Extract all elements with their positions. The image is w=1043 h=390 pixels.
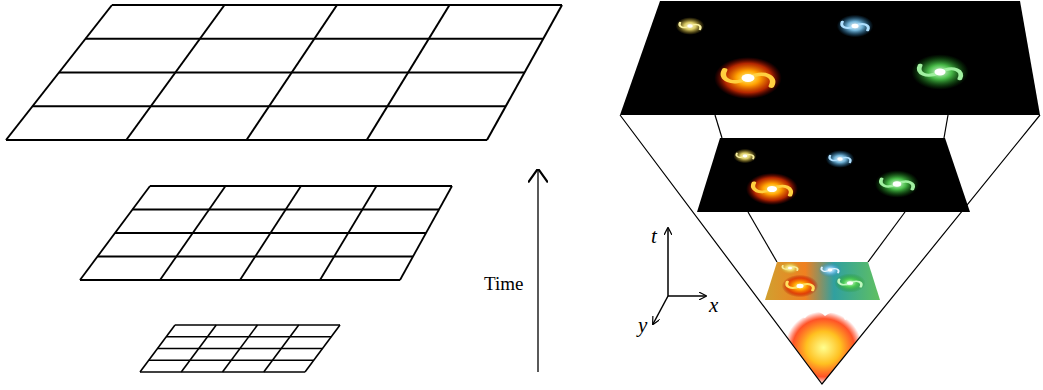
galaxy-arm	[736, 153, 753, 159]
galaxy	[834, 273, 865, 292]
grid-line	[149, 359, 314, 361]
galaxy-core	[788, 267, 792, 269]
axis-label: y	[638, 315, 647, 336]
cone-edge	[620, 115, 1040, 384]
galaxy	[733, 149, 756, 164]
galaxy-glow	[837, 15, 873, 38]
galaxy-glow	[746, 173, 798, 205]
galaxy	[782, 275, 818, 298]
galaxy	[714, 57, 782, 99]
space-slice	[765, 262, 880, 300]
galaxy-glow	[733, 149, 756, 164]
grid-line	[223, 325, 258, 372]
axis-line	[653, 296, 668, 324]
grid-line	[400, 186, 452, 280]
galaxy-glow	[826, 150, 855, 168]
time-arrow	[537, 170, 538, 372]
galaxy-arm	[787, 282, 813, 291]
galaxy-glow	[818, 263, 841, 278]
grid-line	[320, 186, 377, 280]
galaxy-glow	[834, 273, 865, 292]
galaxy	[911, 54, 968, 89]
grid-line	[264, 325, 299, 372]
galaxy-glow	[676, 17, 705, 35]
galaxy	[780, 262, 801, 275]
axis-label: x	[709, 295, 718, 316]
galaxy-arm	[881, 179, 913, 190]
grid-line	[6, 139, 487, 141]
axis-line	[668, 295, 706, 297]
galaxy-glow	[911, 54, 968, 89]
galaxy-arm	[723, 70, 772, 86]
galaxy	[826, 150, 855, 168]
space-slice	[697, 138, 970, 212]
cone-edge	[715, 115, 722, 138]
grid-line	[80, 279, 400, 281]
galaxy-core	[837, 157, 843, 160]
galaxy	[676, 17, 705, 35]
galaxy-core	[847, 281, 853, 285]
galaxy-arm	[839, 279, 862, 286]
galaxy-core	[852, 24, 859, 28]
galaxy	[875, 170, 919, 197]
grid-line	[247, 5, 338, 140]
galaxy-core	[935, 69, 946, 76]
galaxy-arm	[842, 22, 868, 31]
space-slice	[620, 1, 1040, 115]
galaxy-core	[742, 74, 755, 82]
axis-title: Time	[484, 274, 523, 293]
galaxy-glow	[782, 275, 818, 298]
grid-line	[98, 256, 414, 258]
axis-line	[667, 228, 669, 296]
grid-line	[367, 5, 450, 140]
grid-line	[487, 5, 562, 140]
galaxy-glow	[714, 57, 782, 99]
galaxy-core	[687, 24, 693, 27]
galaxy-glow	[780, 262, 801, 275]
big-bang-glow	[785, 311, 862, 384]
cone-edge	[944, 115, 948, 138]
grid-line	[140, 371, 305, 373]
galaxy-core	[743, 155, 748, 158]
grid-line	[240, 186, 301, 280]
galaxy	[746, 173, 798, 205]
galaxy-core	[767, 186, 777, 192]
galaxy-core	[828, 269, 833, 272]
space-grid	[80, 186, 452, 280]
grid-line	[33, 105, 506, 107]
cone-edge	[868, 212, 905, 262]
galaxy-arm	[919, 65, 961, 79]
axes	[653, 228, 706, 324]
axis-label: t	[651, 226, 657, 247]
galaxy-arm	[830, 156, 851, 163]
universe-cone	[620, 1, 1040, 384]
galaxy	[837, 15, 873, 38]
grid-line	[305, 325, 340, 372]
galaxy-arm	[680, 23, 701, 30]
galaxy-arm	[782, 266, 797, 271]
galaxy-arm	[753, 183, 791, 195]
galaxy-arm	[821, 267, 838, 273]
cone-edge	[748, 212, 777, 262]
galaxy-glow	[875, 170, 919, 197]
galaxy-core	[893, 181, 902, 186]
galaxy-core	[797, 284, 804, 288]
space-grid	[140, 325, 340, 372]
space-grid	[6, 5, 562, 140]
galaxy	[818, 263, 841, 278]
